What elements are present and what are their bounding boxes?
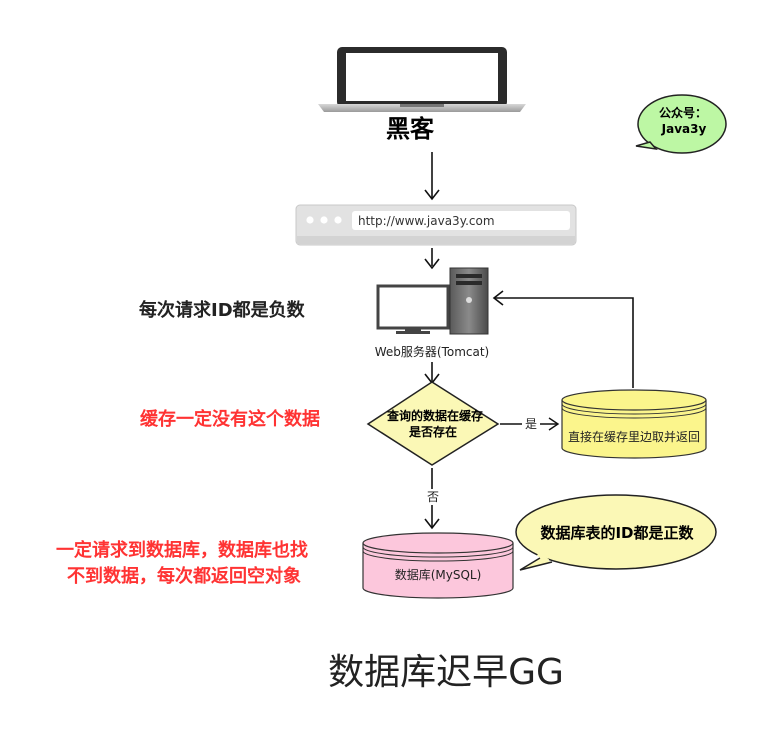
arrow-hacker-to-browser bbox=[424, 152, 440, 201]
server-label: Web服务器(Tomcat) bbox=[375, 344, 490, 359]
wechat-badge: 公众号： Java3y bbox=[635, 94, 727, 154]
browser-dot-icon bbox=[320, 216, 328, 224]
badge-line2: Java3y bbox=[661, 122, 707, 136]
cache-cylinder: 直接在缓存里边取并返回 bbox=[561, 389, 707, 459]
database-label: 数据库(MySQL) bbox=[395, 567, 482, 582]
badge-line1: 公众号： bbox=[659, 105, 707, 120]
annotation-db-line2: 不到数据，每次都返回空对象 bbox=[67, 565, 301, 587]
annotation-negative-ids: 每次请求ID都是负数 bbox=[139, 299, 306, 321]
cache-label: 直接在缓存里边取并返回 bbox=[568, 429, 700, 444]
hacker-label: 黑客 bbox=[386, 115, 435, 143]
speech-bubble: 数据库表的ID都是正数 bbox=[515, 494, 717, 571]
decision-line2: 是否存在 bbox=[408, 424, 457, 439]
url-text: http://www.java3y.com bbox=[358, 214, 495, 228]
browser-dot-icon bbox=[334, 216, 342, 224]
laptop-icon bbox=[318, 47, 526, 112]
yes-label: 是 bbox=[525, 417, 537, 431]
decision-line1: 查询的数据在缓存 bbox=[386, 408, 483, 423]
arrow-cache-to-server bbox=[492, 290, 634, 388]
caption: 数据库迟早GG bbox=[328, 652, 564, 693]
annotation-cache-missing: 缓存一定没有这个数据 bbox=[140, 408, 320, 430]
browser-dot-icon bbox=[306, 216, 314, 224]
url-bar[interactable] bbox=[352, 211, 570, 230]
arrow-browser-to-server bbox=[424, 248, 440, 270]
arrow-server-to-decision bbox=[424, 362, 440, 385]
server-icon bbox=[376, 267, 489, 335]
browser-window: http://www.java3y.com bbox=[295, 204, 577, 246]
annotation-db-line1: 一定请求到数据库，数据库也找 bbox=[56, 539, 308, 561]
no-label: 否 bbox=[427, 490, 439, 504]
bubble-label: 数据库表的ID都是正数 bbox=[540, 524, 694, 542]
database-cylinder: 数据库(MySQL) bbox=[362, 532, 514, 599]
decision-node: 查询的数据在缓存 是否存在 bbox=[366, 381, 500, 466]
